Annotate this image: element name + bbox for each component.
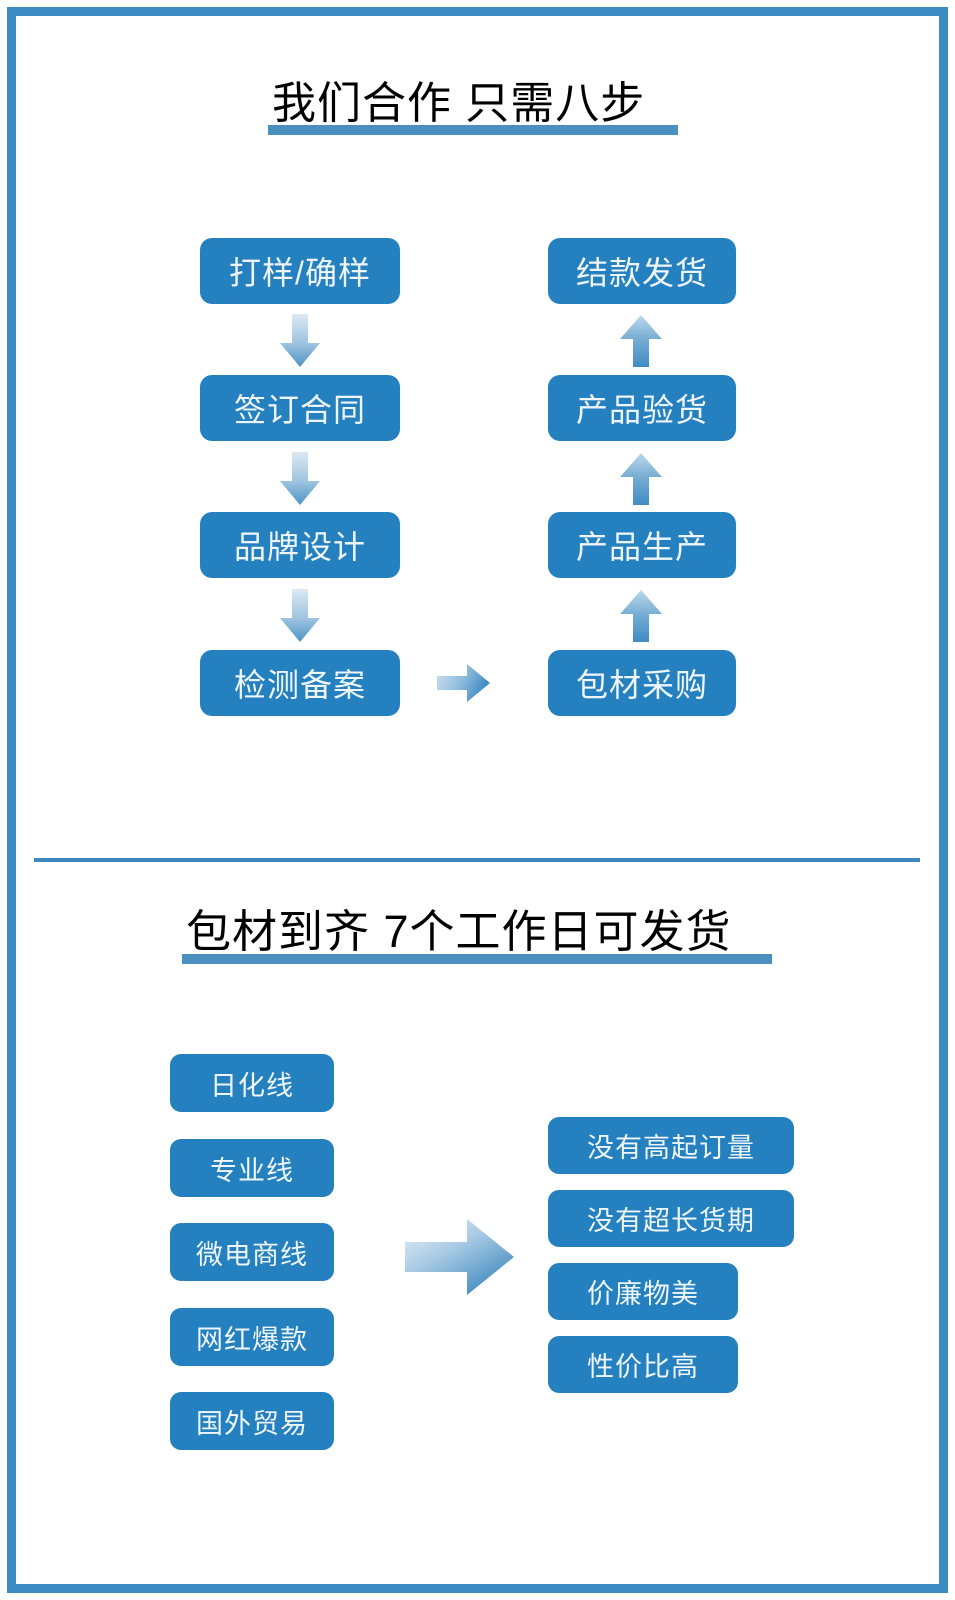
section-divider xyxy=(34,858,920,862)
step-box-2[interactable]: 签订合同 xyxy=(200,375,400,441)
frame-border-left xyxy=(7,7,16,1593)
frame-border-bottom xyxy=(7,1584,948,1593)
step-box-5[interactable]: 包材采购 xyxy=(548,650,736,716)
arrow-down-icon-3 xyxy=(279,589,321,643)
category-chip-5[interactable]: 国外贸易 xyxy=(170,1392,334,1450)
step-box-6[interactable]: 产品生产 xyxy=(548,512,736,578)
category-chip-3[interactable]: 微电商线 xyxy=(170,1223,334,1281)
step-box-1[interactable]: 打样/确样 xyxy=(200,238,400,304)
category-chip-1[interactable]: 日化线 xyxy=(170,1054,334,1112)
arrow-down-icon-1 xyxy=(279,314,321,368)
arrow-right-icon-bridge xyxy=(437,663,491,703)
arrow-up-icon-1 xyxy=(619,314,663,368)
section-two-title: 包材到齐 7个工作日可发货 xyxy=(186,906,732,957)
section-one-title: 我们合作 只需八步 xyxy=(272,79,646,128)
category-chip-4[interactable]: 网红爆款 xyxy=(170,1308,334,1366)
category-chip-2[interactable]: 专业线 xyxy=(170,1139,334,1197)
arrow-down-icon-2 xyxy=(279,452,321,506)
arrow-right-big-icon xyxy=(405,1218,515,1296)
arrow-up-icon-2 xyxy=(619,452,663,506)
section-two-title-underline xyxy=(182,954,772,964)
benefit-chip-4[interactable]: 性价比高 xyxy=(548,1336,738,1393)
frame-border-top xyxy=(7,7,948,16)
benefit-chip-2[interactable]: 没有超长货期 xyxy=(548,1190,794,1247)
step-box-3[interactable]: 品牌设计 xyxy=(200,512,400,578)
section-one-title-underline xyxy=(268,125,678,135)
benefit-chip-3[interactable]: 价廉物美 xyxy=(548,1263,738,1320)
step-box-4[interactable]: 检测备案 xyxy=(200,650,400,716)
step-box-7[interactable]: 产品验货 xyxy=(548,375,736,441)
step-box-8[interactable]: 结款发货 xyxy=(548,238,736,304)
frame-border-right xyxy=(939,7,948,1593)
benefit-chip-1[interactable]: 没有高起订量 xyxy=(548,1117,794,1174)
arrow-up-icon-3 xyxy=(619,589,663,643)
